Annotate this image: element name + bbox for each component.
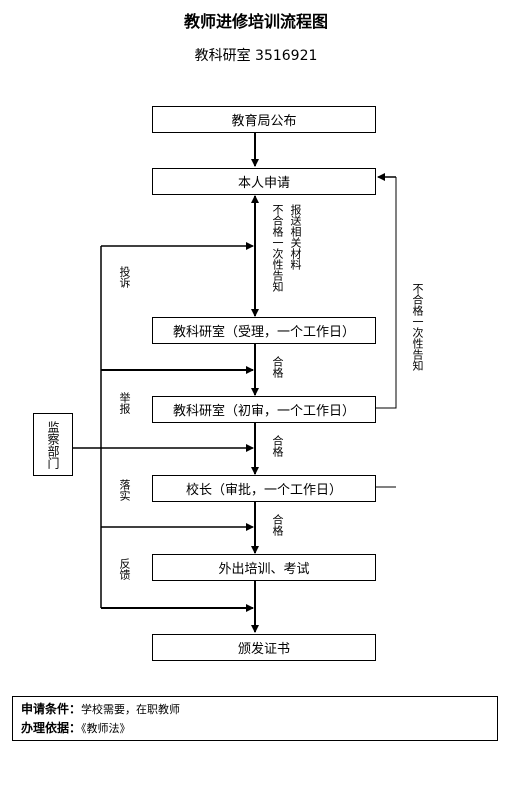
node-apply: 本人申请	[152, 168, 376, 195]
label-implement: 落实	[118, 479, 131, 501]
label-pass-3: 合格	[271, 514, 284, 536]
node-accept: 教科研室（受理，一个工作日）	[152, 317, 376, 344]
label-pass-2: 合格	[271, 435, 284, 457]
label-submit-materials: 报送相关材料	[289, 204, 302, 270]
node-training: 外出培训、考试	[152, 554, 376, 581]
node-announce: 教育局公布	[152, 106, 376, 133]
page-subtitle: 教科研室 3516921	[194, 48, 318, 64]
label-fail-notice-right: 不合格一次性告知	[411, 283, 424, 371]
footer-basis-row: 办理依据：《教师法》	[21, 719, 489, 738]
label-complaint: 投诉	[118, 266, 131, 288]
node-certificate: 颁发证书	[152, 634, 376, 661]
label-fail-notice: 不合格一次性告知	[271, 204, 284, 292]
supervision-dept-box: 监察部门	[33, 413, 73, 476]
basis-label: 办理依据：	[21, 721, 82, 735]
label-pass-1: 合格	[271, 356, 284, 378]
label-report: 举报	[118, 392, 131, 414]
footer-info-box: 申请条件：学校需要，在职教师 办理依据：《教师法》	[12, 696, 498, 741]
conditions-label: 申请条件：	[21, 702, 82, 716]
node-approve: 校长（审批，一个工作日）	[152, 475, 376, 502]
label-feedback: 反馈	[118, 558, 131, 580]
node-review: 教科研室（初审，一个工作日）	[152, 396, 376, 423]
conditions-value: 学校需要，在职教师	[81, 703, 181, 716]
fail-loop-line	[376, 177, 397, 409]
basis-value: 《教师法》	[81, 722, 131, 735]
page-title: 教师进修培训流程图	[183, 12, 328, 31]
footer-conditions-row: 申请条件：学校需要，在职教师	[21, 700, 489, 719]
supervision-dept-label: 监察部门	[46, 420, 60, 469]
